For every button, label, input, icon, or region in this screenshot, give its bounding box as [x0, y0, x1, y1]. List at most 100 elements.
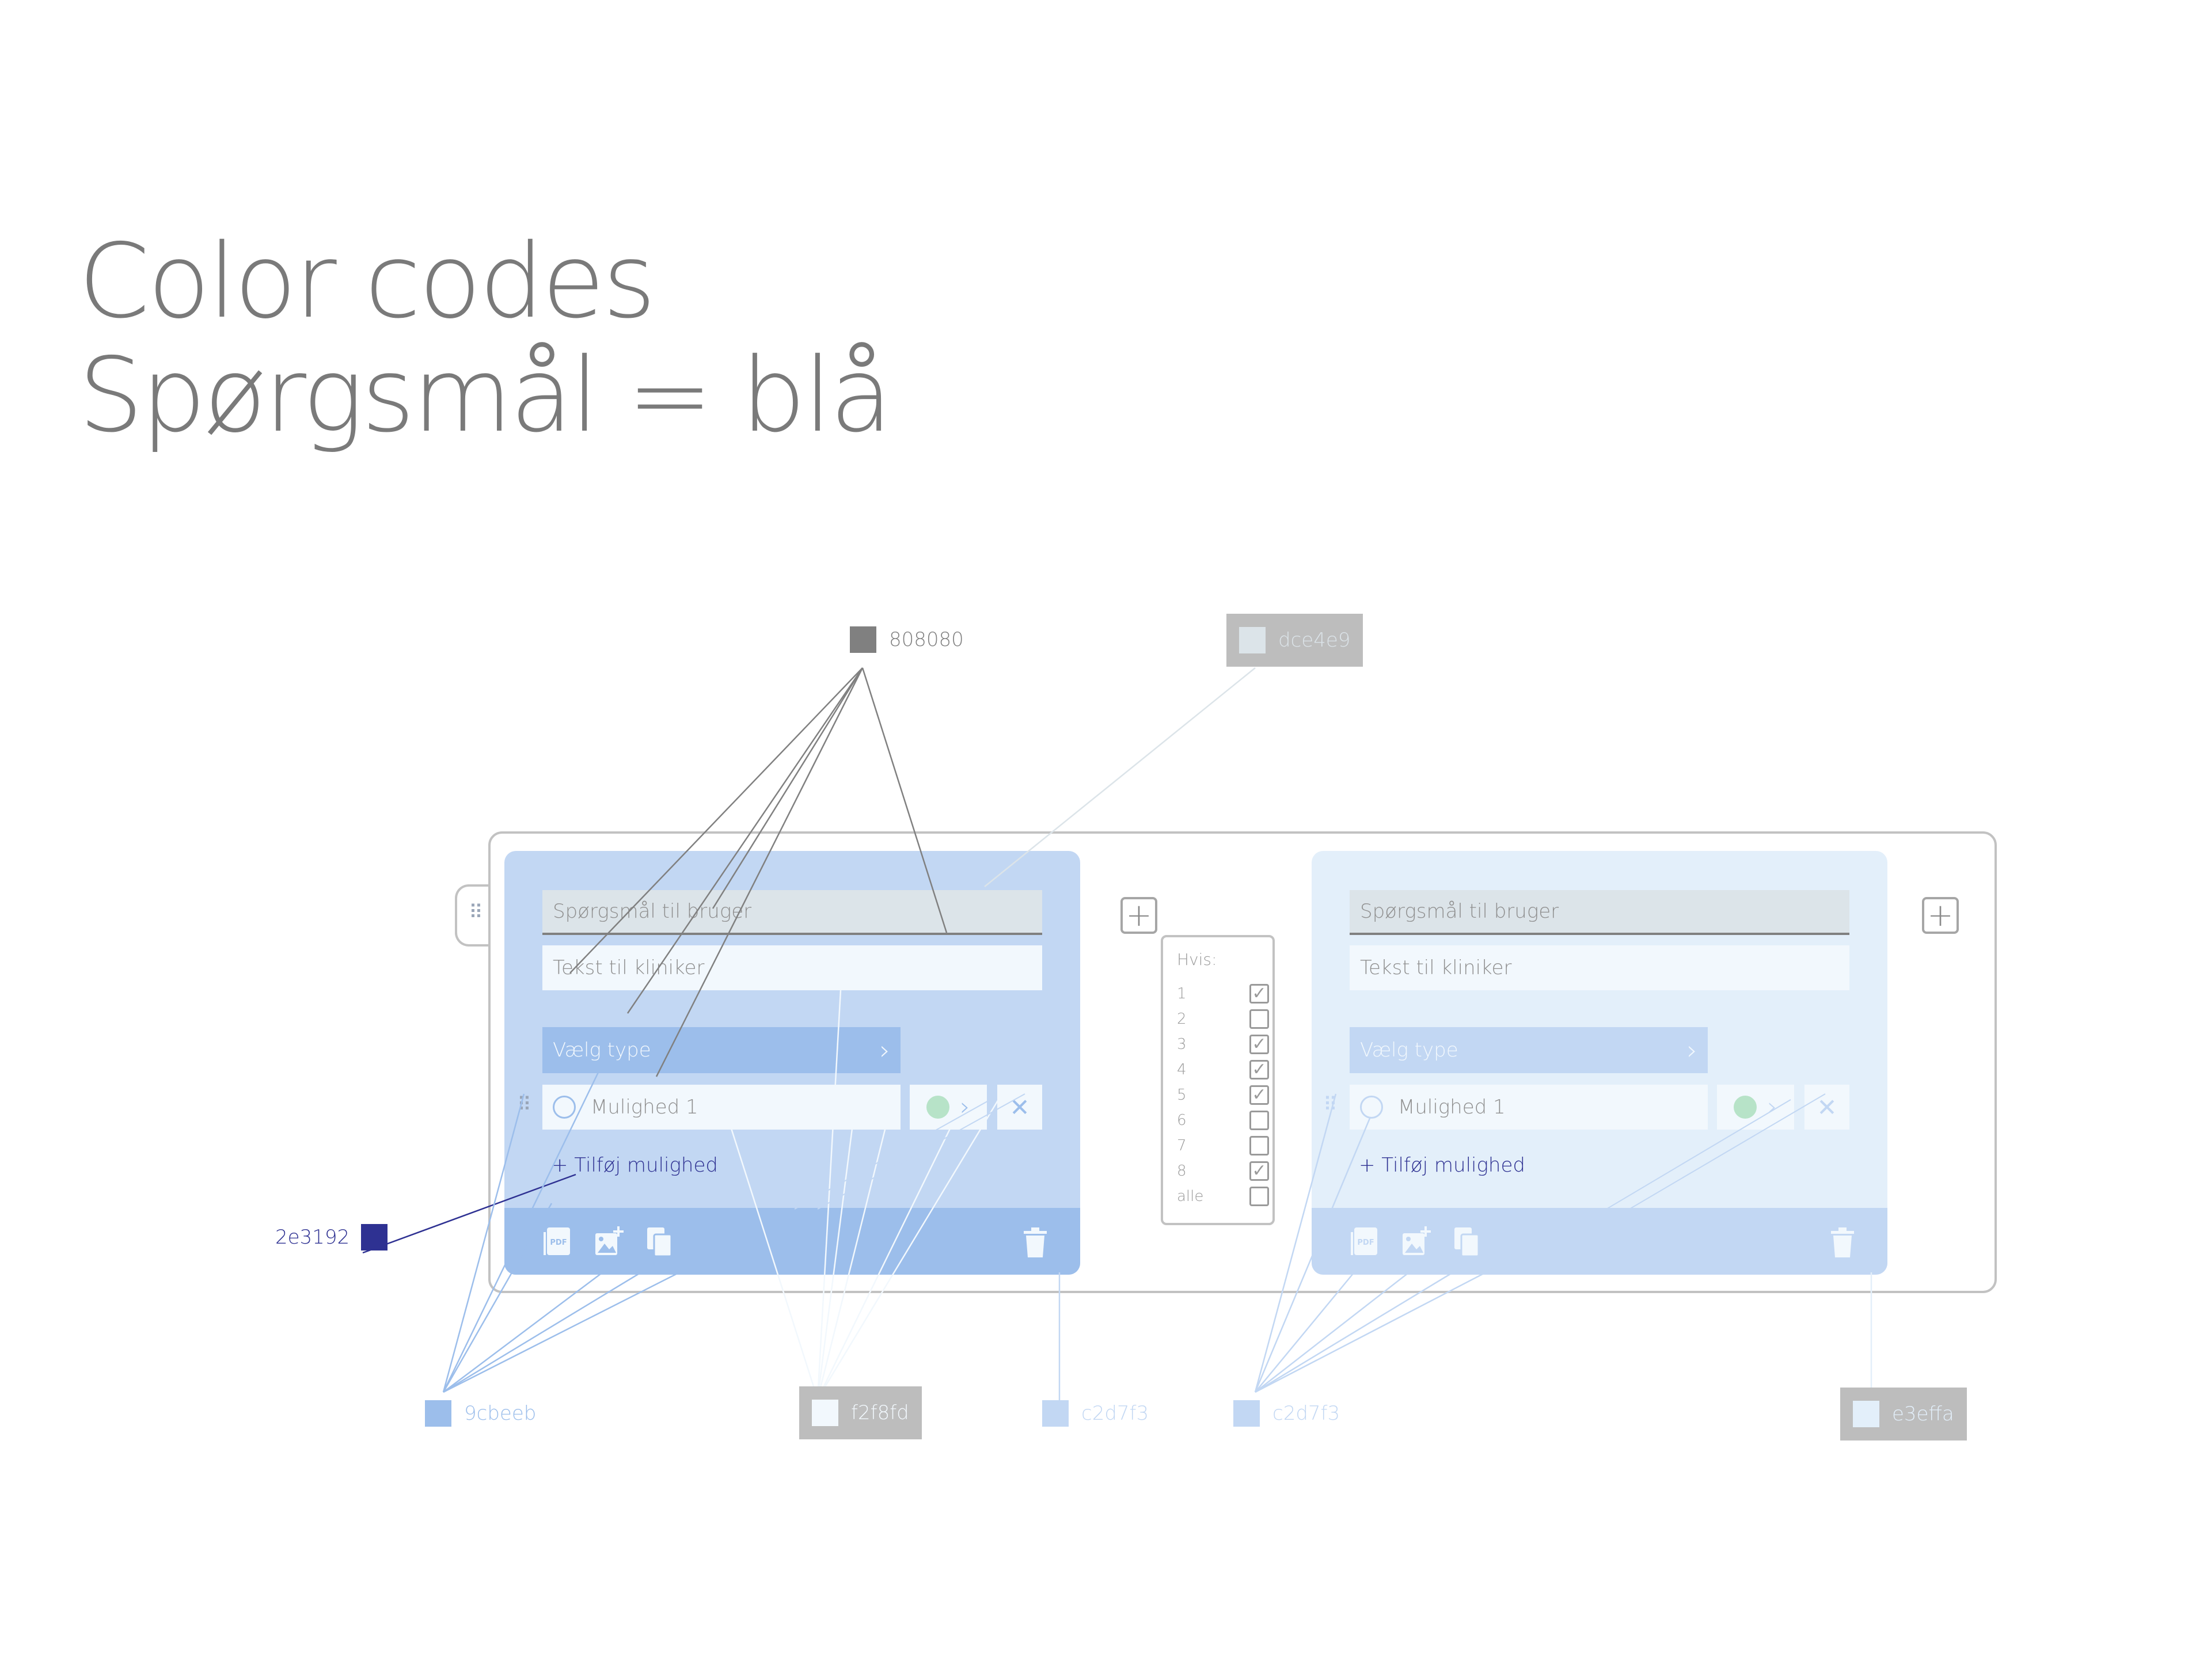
type-select[interactable]: Vælg type ›: [542, 1027, 901, 1073]
add-question-button[interactable]: +: [1120, 897, 1157, 934]
condition-row[interactable]: 4✓: [1177, 1057, 1269, 1082]
card-footer: PDF: [1312, 1208, 1887, 1275]
close-icon: ✕: [1009, 1093, 1030, 1122]
drag-handle-icon[interactable]: ⠿: [517, 1093, 531, 1116]
drag-tab[interactable]: [455, 884, 491, 947]
option-label: Mulighed 1: [591, 1096, 698, 1119]
type-select[interactable]: Vælg type ›: [1350, 1027, 1708, 1073]
add-option-link[interactable]: + Tilføj mulighed: [1359, 1154, 1525, 1177]
condition-row-label: 7: [1177, 1137, 1187, 1154]
clinician-text-input[interactable]: Tekst til kliniker: [1350, 945, 1849, 990]
color-chip: [425, 1400, 451, 1427]
condition-row-label: 4: [1177, 1061, 1187, 1078]
color-chip: [1239, 627, 1266, 653]
condition-row-label: 3: [1177, 1036, 1187, 1053]
condition-title: Hvis:: [1177, 950, 1217, 969]
status-dot-icon: [1734, 1096, 1757, 1119]
swatch-pale: dce4e9: [1226, 614, 1363, 667]
color-chip: [850, 626, 876, 653]
plus-icon: +: [1126, 897, 1152, 933]
condition-row-label: 2: [1177, 1010, 1187, 1028]
chevron-right-icon: ›: [879, 1035, 890, 1066]
condition-row-label: 6: [1177, 1112, 1187, 1129]
chevron-right-icon: ›: [1767, 1092, 1777, 1122]
remove-option-button[interactable]: ✕: [1804, 1085, 1849, 1130]
condition-row[interactable]: 2: [1177, 1006, 1269, 1032]
radio-circle-icon: [553, 1096, 576, 1119]
swatch-code: 808080: [889, 628, 964, 651]
status-dot-icon: [926, 1096, 950, 1119]
add-option-link[interactable]: + Tilføj mulighed: [552, 1154, 718, 1177]
condition-checkbox[interactable]: ✓: [1249, 1085, 1269, 1105]
copy-icon[interactable]: [1451, 1225, 1483, 1257]
condition-row[interactable]: 7: [1177, 1133, 1269, 1158]
condition-checkbox[interactable]: [1249, 1187, 1269, 1206]
condition-row-label: 8: [1177, 1162, 1187, 1180]
pdf-icon[interactable]: PDF: [542, 1225, 575, 1257]
chevron-right-icon: ›: [1686, 1035, 1697, 1066]
color-chip: [1042, 1400, 1069, 1427]
drag-handle-icon[interactable]: ⠿: [1323, 1093, 1338, 1116]
condition-checkbox[interactable]: [1249, 1009, 1269, 1029]
option-input[interactable]: Mulighed 1: [542, 1085, 901, 1130]
heading-line-2: Spørgsmål = blå: [78, 336, 892, 455]
color-chip: [1233, 1400, 1260, 1427]
swatch-code: dce4e9: [1278, 629, 1351, 652]
option-input[interactable]: Mulighed 1: [1350, 1085, 1708, 1130]
add-question-button[interactable]: +: [1922, 897, 1959, 934]
condition-checkbox[interactable]: ✓: [1249, 1060, 1269, 1080]
close-icon: ✕: [1817, 1093, 1837, 1122]
copy-icon[interactable]: [644, 1225, 676, 1257]
condition-row[interactable]: 3✓: [1177, 1032, 1269, 1057]
question-card-right: Spørgsmål til bruger Tekst til kliniker …: [1312, 851, 1887, 1275]
condition-row[interactable]: 1✓: [1177, 981, 1269, 1006]
color-chip: [361, 1224, 388, 1251]
swatch-white: f2f8fd: [799, 1386, 922, 1439]
swatch-code: f2f8fd: [851, 1401, 909, 1424]
remove-option-button[interactable]: ✕: [997, 1085, 1042, 1130]
condition-row[interactable]: 5✓: [1177, 1082, 1269, 1108]
swatch-code: c2d7f3: [1272, 1402, 1340, 1425]
trash-icon[interactable]: [1830, 1227, 1855, 1257]
option-next-button[interactable]: ›: [910, 1085, 987, 1130]
condition-checkbox[interactable]: ✓: [1249, 1161, 1269, 1181]
swatch-code: 2e3192: [275, 1226, 350, 1249]
swatch-navy: 2e3192: [275, 1224, 400, 1251]
chevron-right-icon: ›: [960, 1092, 970, 1122]
condition-row[interactable]: alle: [1177, 1184, 1269, 1209]
clinician-text-input[interactable]: Tekst til kliniker: [542, 945, 1042, 990]
option-next-button[interactable]: ›: [1717, 1085, 1794, 1130]
swatch-blue: 9cbeeb: [425, 1400, 536, 1427]
swatch-lightest: e3effa: [1840, 1388, 1967, 1440]
question-input[interactable]: Spørgsmål til bruger: [542, 890, 1042, 935]
question-input[interactable]: Spørgsmål til bruger: [1350, 890, 1849, 935]
drag-handle-icon[interactable]: ⠿: [469, 901, 483, 924]
condition-row[interactable]: 8✓: [1177, 1158, 1269, 1184]
pdf-icon[interactable]: PDF: [1350, 1225, 1382, 1257]
color-chip: [1853, 1401, 1879, 1427]
svg-text:PDF: PDF: [1357, 1238, 1374, 1247]
radio-circle-icon: [1360, 1096, 1383, 1119]
condition-checkbox[interactable]: [1249, 1136, 1269, 1156]
heading-line-1: Color codes: [78, 222, 656, 341]
condition-checkbox[interactable]: [1249, 1111, 1269, 1130]
add-image-icon[interactable]: [593, 1225, 625, 1257]
trash-icon[interactable]: [1023, 1227, 1048, 1257]
condition-checkbox[interactable]: ✓: [1249, 984, 1269, 1004]
svg-text:PDF: PDF: [550, 1238, 567, 1247]
card-footer: PDF: [504, 1208, 1080, 1275]
condition-row-label: alle: [1177, 1188, 1204, 1205]
condition-checkbox[interactable]: ✓: [1249, 1035, 1269, 1054]
swatch-light-1: c2d7f3: [1042, 1400, 1149, 1427]
condition-row[interactable]: 6: [1177, 1108, 1269, 1133]
swatch-code: c2d7f3: [1081, 1402, 1149, 1425]
type-select-label: Vælg type: [1360, 1039, 1458, 1062]
color-chip: [812, 1400, 838, 1426]
swatch-gray: 808080: [850, 626, 964, 653]
plus-icon: +: [1927, 897, 1954, 933]
type-select-label: Vælg type: [553, 1039, 651, 1062]
swatch-light-2: c2d7f3: [1233, 1400, 1340, 1427]
swatch-code: 9cbeeb: [464, 1402, 537, 1425]
add-image-icon[interactable]: [1400, 1225, 1433, 1257]
